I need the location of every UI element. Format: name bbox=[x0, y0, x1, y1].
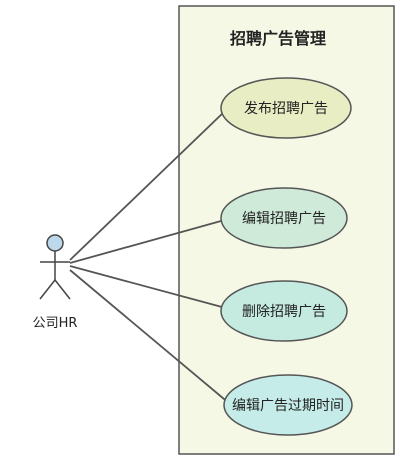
actor-right-leg bbox=[54, 279, 71, 300]
actor-label: 公司HR bbox=[33, 316, 78, 331]
use-case-label: 发布招聘广告 bbox=[244, 101, 328, 117]
use-case-label: 删除招聘广告 bbox=[242, 304, 326, 320]
use-case-ellipse bbox=[223, 374, 353, 436]
actor-head-icon bbox=[46, 234, 64, 252]
use-case-ellipse bbox=[220, 187, 348, 249]
use-case-label: 编辑招聘广告 bbox=[242, 211, 326, 227]
use-case-edit-ad[interactable]: 编辑招聘广告 bbox=[220, 187, 348, 249]
association-line-expiry bbox=[69, 269, 231, 405]
system-title: 招聘广告管理 bbox=[230, 29, 326, 48]
use-case-ellipse bbox=[220, 280, 348, 342]
use-case-edit-expiry[interactable]: 编辑广告过期时间 bbox=[223, 374, 353, 436]
actor-left-leg bbox=[39, 279, 56, 300]
use-case-delete-ad[interactable]: 删除招聘广告 bbox=[220, 280, 348, 342]
use-case-ellipse bbox=[220, 77, 352, 139]
association-line-edit bbox=[69, 220, 222, 264]
use-case-publish-ad[interactable]: 发布招聘广告 bbox=[220, 77, 352, 139]
use-case-label: 编辑广告过期时间 bbox=[232, 398, 344, 414]
association-line-delete bbox=[69, 265, 223, 308]
association-line-publish bbox=[69, 111, 225, 261]
actor-company-hr[interactable]: 公司HR bbox=[33, 234, 78, 331]
